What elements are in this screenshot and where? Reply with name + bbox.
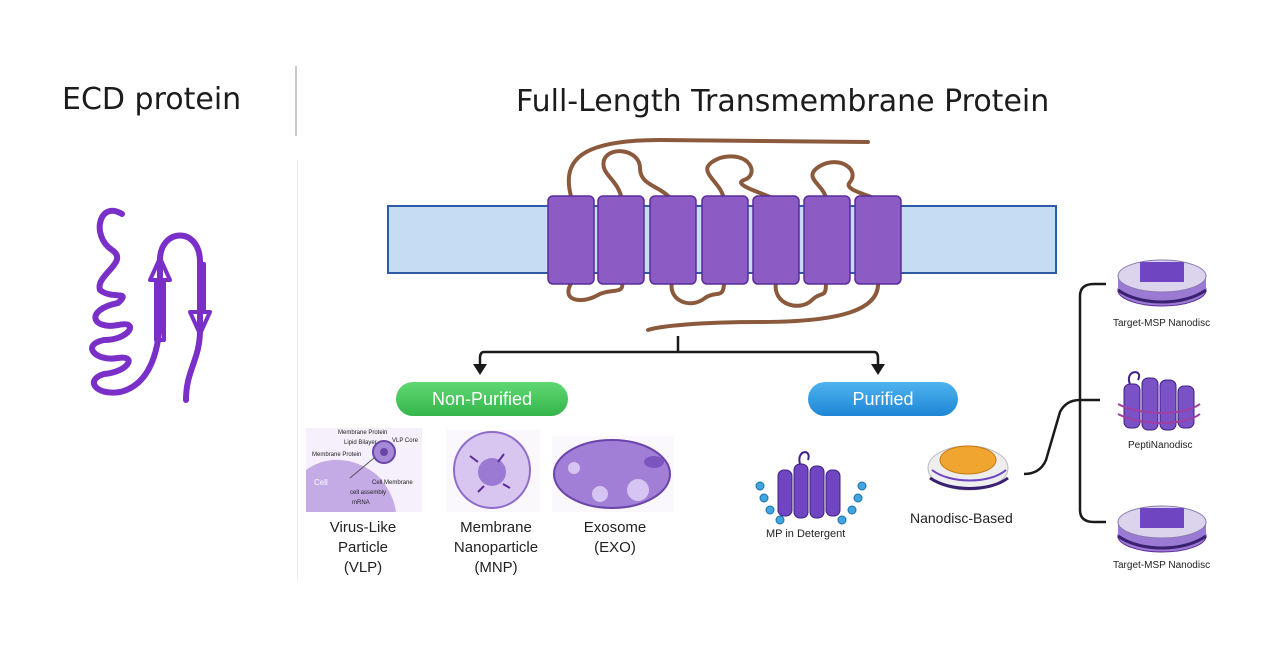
vlp-inset-label: VLP Core xyxy=(392,438,418,444)
exosome-illustration xyxy=(552,436,674,512)
detergent-micelle-illustration xyxy=(755,451,867,525)
caption-line: (MNP) xyxy=(474,559,518,576)
purified-pill: Purified xyxy=(808,382,958,416)
caption-line: Nanoparticle xyxy=(453,539,539,556)
tm-helix-2 xyxy=(597,195,645,285)
vlp-illustration xyxy=(306,428,422,512)
tm-helix-1 xyxy=(547,195,595,285)
caption-line: (VLP) xyxy=(343,559,383,576)
vlp-inset-label: Cell xyxy=(314,478,328,487)
peptinanodisc-caption: PeptiNanodisc xyxy=(1128,440,1193,451)
vlp-inset-label: Cell Membrane xyxy=(372,480,413,486)
full-length-protein-title: Full-Length Transmembrane Protein xyxy=(516,84,1050,119)
vlp-inset-label: cell assembly xyxy=(350,490,387,496)
vlp-caption: Virus-Like Particle (VLP) xyxy=(318,518,408,578)
nanodisc-based-caption: Nanodisc-Based xyxy=(910,510,1013,526)
branch-arrows xyxy=(478,336,880,366)
ecd-protein-title: ECD protein xyxy=(62,82,242,117)
tm-helix-6 xyxy=(803,195,851,285)
peptinanodisc-illustration xyxy=(1117,371,1201,431)
tm-helix-7 xyxy=(854,195,902,285)
transmembrane-helices xyxy=(547,195,902,285)
caption-line: (EXO) xyxy=(594,539,636,556)
target-msp-nanodisc-1-caption: Target-MSP Nanodisc xyxy=(1113,318,1211,329)
caption-line: Virus-Like xyxy=(329,519,397,536)
mnp-caption: Membrane Nanoparticle (MNP) xyxy=(434,518,558,578)
tm-helix-5 xyxy=(752,195,800,285)
panel-divider xyxy=(295,66,297,136)
caption-line: Exosome xyxy=(583,519,647,536)
mnp-illustration xyxy=(446,430,540,512)
tm-helix-3 xyxy=(649,195,697,285)
arrowhead-nonpurified xyxy=(473,364,487,375)
tm-helix-4 xyxy=(701,195,749,285)
non-purified-pill: Non-Purified xyxy=(396,382,568,416)
vlp-inset-label: Lipid Bilayer xyxy=(344,440,377,446)
vlp-inset-label: Membrane Protein xyxy=(338,430,388,436)
caption-line: Particle xyxy=(337,539,389,556)
arrowhead-purified xyxy=(871,364,885,375)
exo-caption: Exosome (EXO) xyxy=(566,518,664,558)
vlp-inset-label: mRNA xyxy=(352,500,370,506)
ecd-protein-icon xyxy=(89,207,212,403)
vlp-inset-label: Membrane Protein xyxy=(312,452,362,458)
nanodisc-bracket xyxy=(1023,282,1106,524)
target-msp-nanodisc-1-illustration xyxy=(1117,259,1207,307)
caption-line: Membrane xyxy=(460,519,532,536)
mp-in-detergent-caption: MP in Detergent xyxy=(766,528,846,540)
protein-loops xyxy=(566,137,881,332)
nanodisc-illustration xyxy=(927,445,1009,491)
target-msp-nanodisc-2-illustration xyxy=(1117,505,1207,553)
target-msp-nanodisc-2-caption: Target-MSP Nanodisc xyxy=(1113,560,1211,571)
panel-divider-faint xyxy=(297,160,298,580)
